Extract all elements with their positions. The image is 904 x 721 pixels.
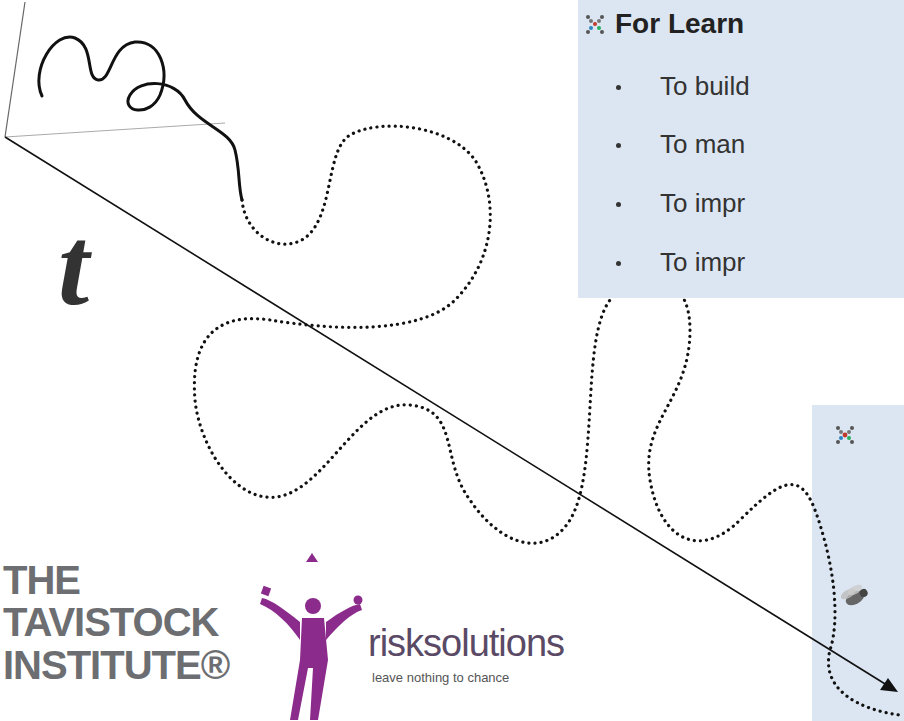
- bullet-dot: [616, 261, 621, 266]
- bullet-dot: [616, 85, 621, 90]
- bullet-text: To man: [660, 130, 745, 160]
- grid-icon: [585, 14, 607, 36]
- juggler-logo: [260, 553, 363, 720]
- arrow-head: [880, 678, 898, 692]
- bullet-dot: [616, 143, 621, 148]
- bullet-text: To impr: [660, 189, 745, 219]
- logo-text: TAVISTOCK: [3, 602, 218, 642]
- bullet-text: To impr: [660, 248, 745, 278]
- info-panel: [812, 405, 904, 721]
- logo-text: risksolutions: [368, 624, 564, 662]
- grid-icon: [836, 426, 854, 444]
- axis-line: [5, 123, 225, 137]
- panel-heading: For Learn: [615, 8, 744, 40]
- axis-line: [5, 2, 25, 137]
- logo-text: THE: [3, 560, 80, 600]
- bullet-dot: [616, 202, 621, 207]
- time-symbol: t: [58, 210, 89, 322]
- logo-tagline: leave nothing to chance: [372, 671, 509, 684]
- bullet-text: To build: [660, 72, 750, 102]
- text-panel: For Learn To build To man To impr To impr: [578, 0, 904, 298]
- trajectory-solid: [39, 37, 242, 200]
- logo-text: INSTITUTE®: [3, 645, 229, 685]
- fly-picture: [839, 581, 870, 609]
